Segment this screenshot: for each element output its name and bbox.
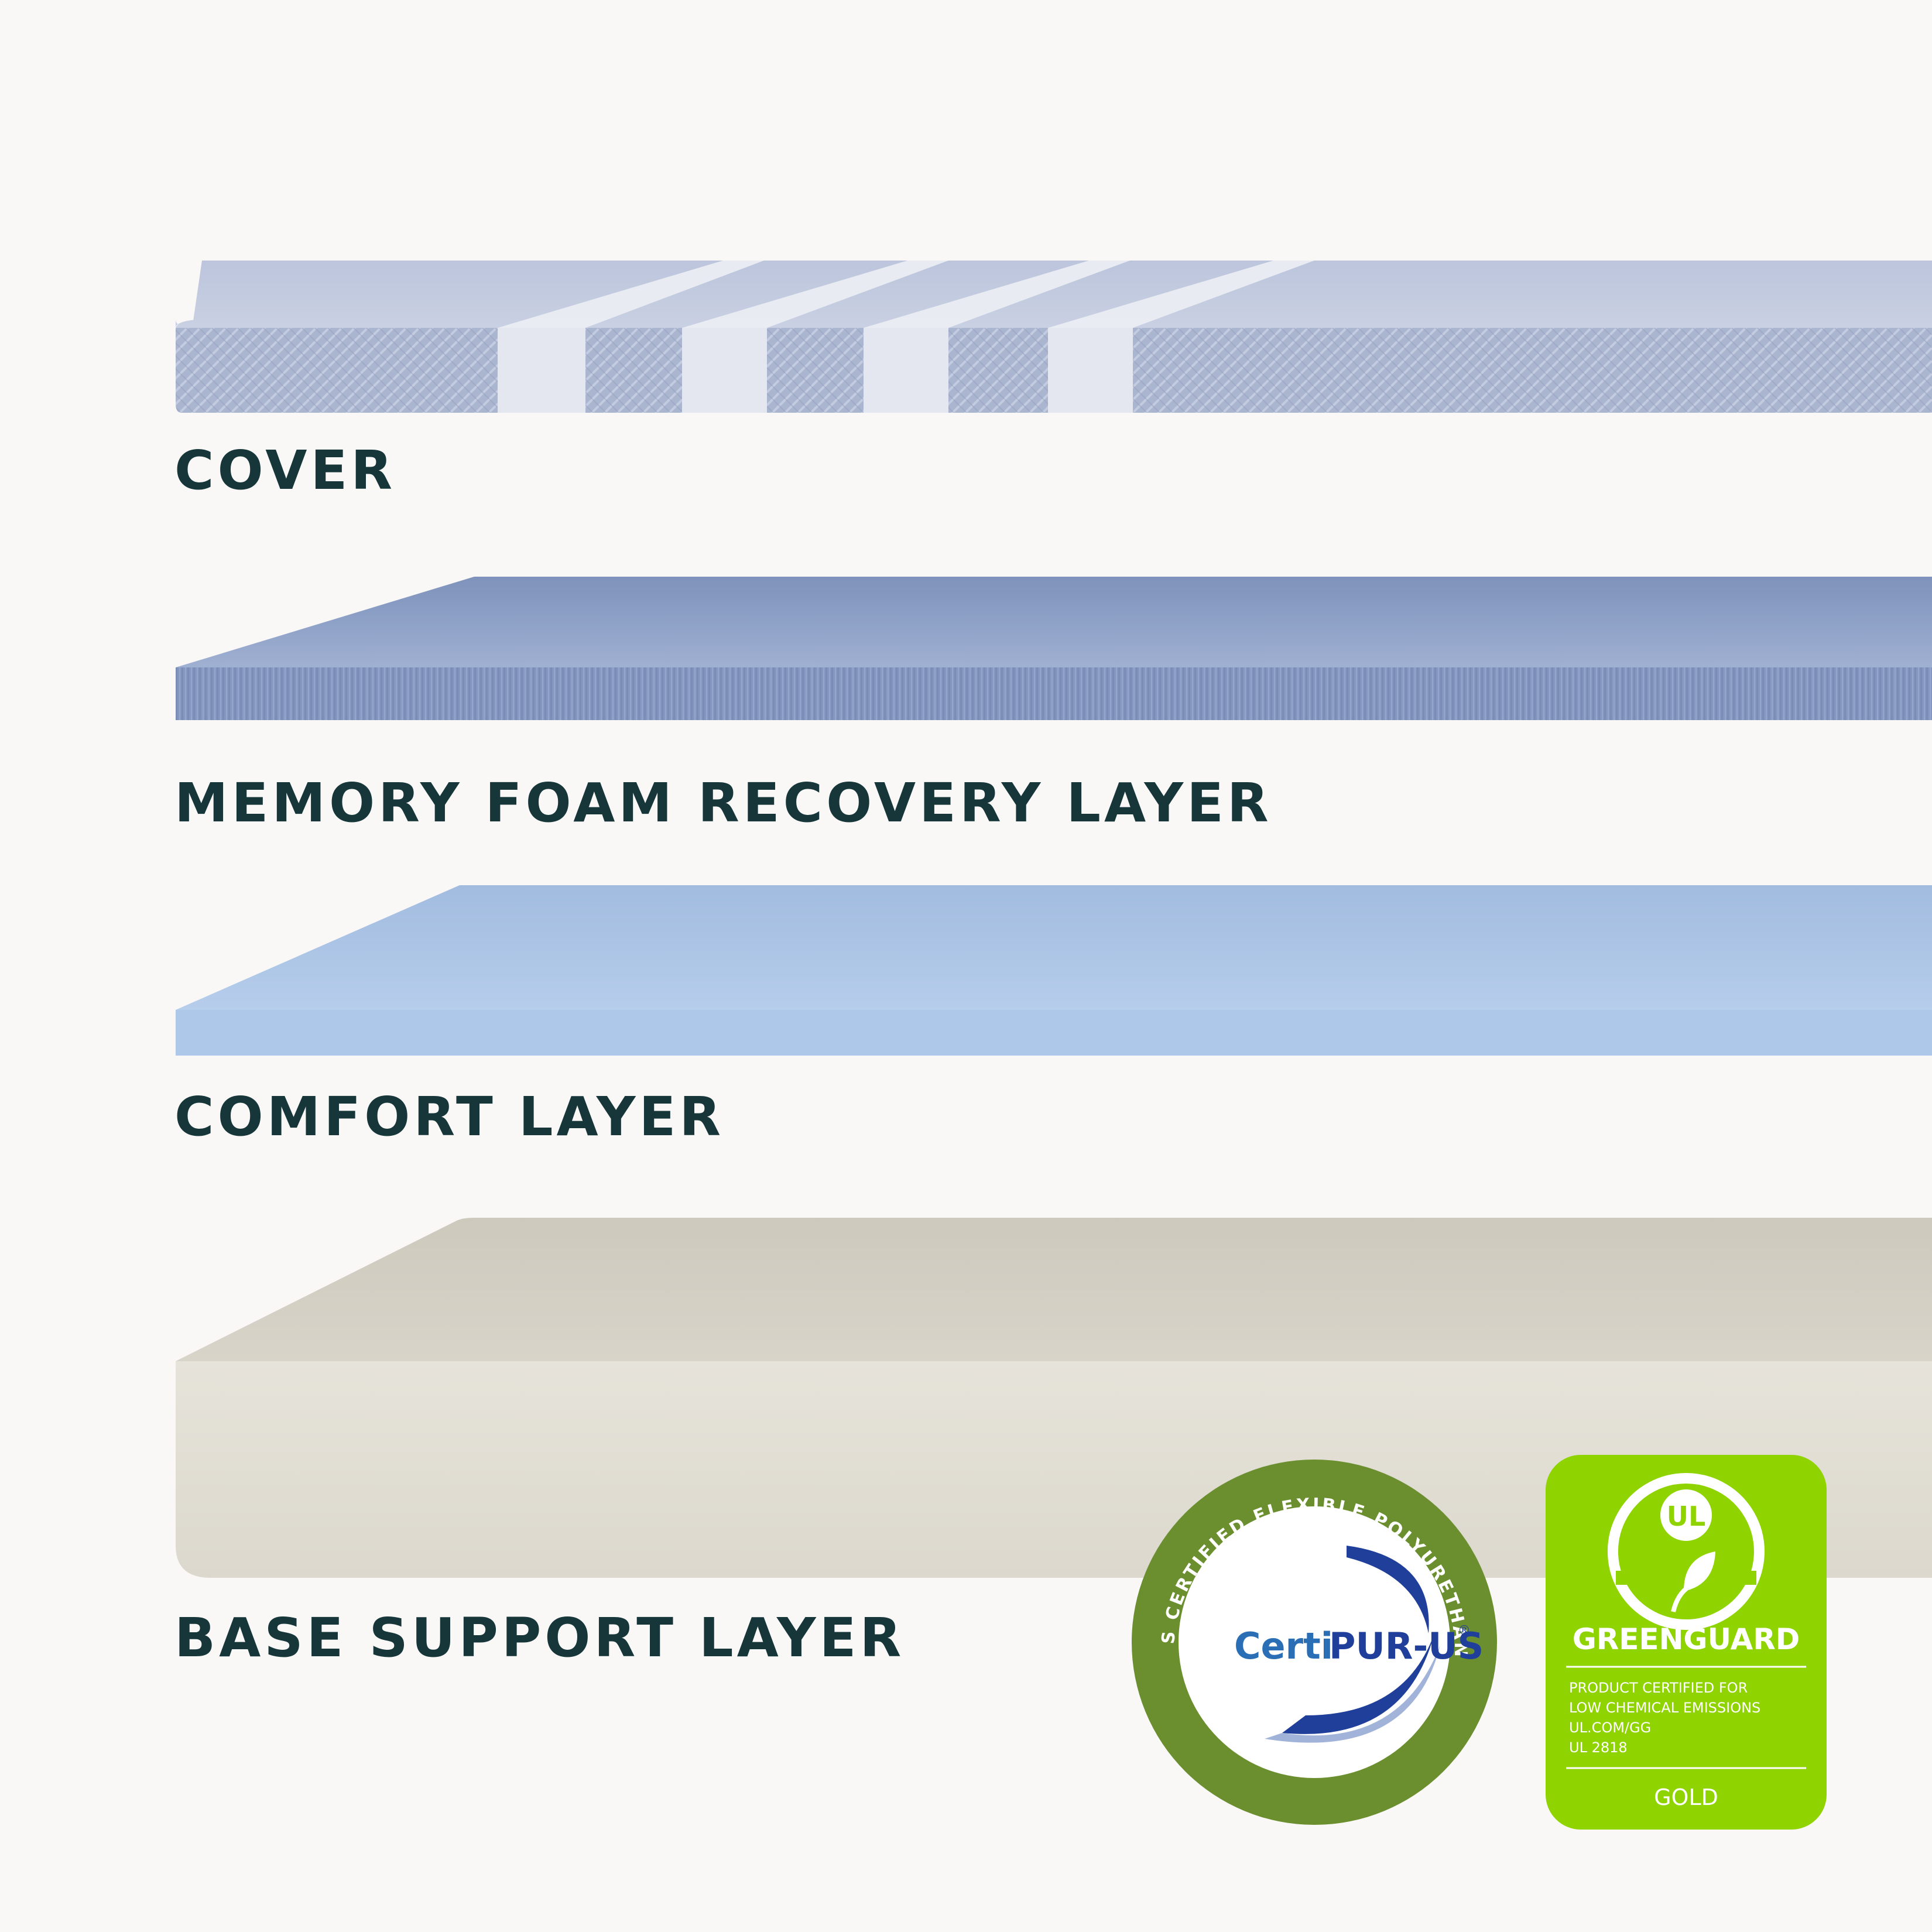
layer-label-memory-foam: MEMORY FOAM RECOVERY LAYER — [174, 772, 1272, 834]
cover-layer — [176, 261, 1932, 413]
layer-label-cover: COVER — [174, 439, 396, 502]
greenguard-gold-badge: UL GREENGUARD PRODUCT CERTIFIED FOR LOW … — [1546, 1455, 1827, 1830]
certipur-us-badge: CONTAINS CERTIFIED FLEXIBLE POLYURETHANE… — [1130, 1458, 1497, 1825]
greenguard-line-2: LOW CHEMICAL EMISSIONS — [1569, 1700, 1760, 1716]
base-support-layer — [176, 1218, 1932, 1578]
memory-foam-layer — [176, 577, 1932, 720]
greenguard-line-4: UL 2818 — [1569, 1739, 1628, 1756]
layer-label-base-support: BASE SUPPORT LAYER — [174, 1606, 905, 1669]
comfort-layer — [176, 885, 1932, 1056]
greenguard-line-3: UL.COM/GG — [1569, 1719, 1651, 1736]
certipur-logo-pur: PUR-US — [1329, 1625, 1484, 1667]
certipur-registered-mark: ® — [1458, 1623, 1471, 1638]
greenguard-level: GOLD — [1654, 1784, 1718, 1810]
greenguard-title: GREENGUARD — [1573, 1622, 1800, 1656]
ul-mark: UL — [1667, 1501, 1706, 1532]
layer-label-comfort: COMFORT LAYER — [174, 1085, 725, 1148]
leaf-icon — [1684, 1551, 1715, 1591]
greenguard-line-1: PRODUCT CERTIFIED FOR — [1569, 1680, 1748, 1696]
certipur-logo-certi: Certi — [1234, 1625, 1333, 1667]
